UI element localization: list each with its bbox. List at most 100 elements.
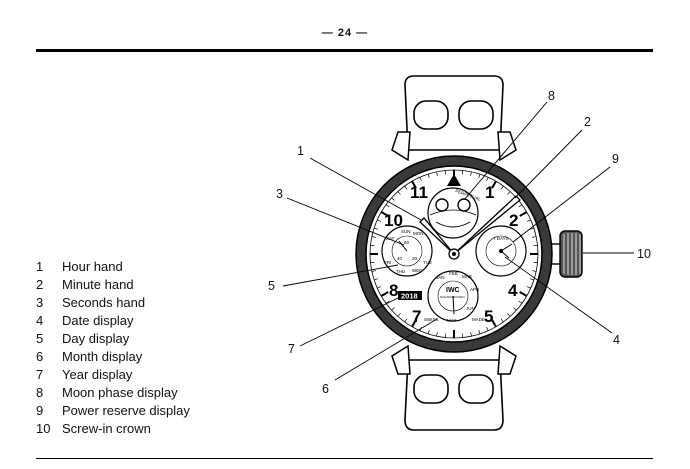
tick-mark (518, 300, 523, 304)
seconds-40: 40 (397, 256, 403, 261)
moon-phase-display: PERPETUAL (427, 187, 482, 239)
tick-mark (529, 227, 534, 230)
day-wed: WED (412, 268, 423, 273)
month-jan: JAN (436, 275, 445, 280)
legend-item: 2 Minute hand (36, 276, 190, 294)
tick-mark (470, 171, 472, 176)
minute-hand (453, 195, 521, 255)
tick-mark (371, 270, 376, 272)
legend-number: 2 (36, 277, 44, 292)
callout-2: 2 (584, 115, 591, 129)
tick-mark (526, 219, 531, 222)
tick-mark (411, 180, 417, 189)
legend-number: 1 (36, 259, 44, 274)
tick-mark (507, 313, 511, 317)
callout-5: 5 (268, 279, 275, 293)
tick-mark (526, 286, 531, 289)
callout-9: 9 (612, 152, 619, 166)
numeral-2: 2 (509, 211, 518, 230)
day-subdial: SUN MON SAT FRI THU WED TUE 60 20 40 (381, 225, 433, 277)
seconds-20: 20 (412, 256, 418, 261)
legend-number: 10 (36, 421, 51, 436)
callout-3: 3 (276, 187, 283, 201)
year-window: 2018 (398, 291, 422, 301)
day-sun: SUN (401, 229, 411, 234)
date-subdial: 7 DAYS (475, 225, 527, 277)
tick-mark (478, 174, 481, 179)
tick-mark (411, 319, 417, 328)
legend-label: Year display (62, 367, 133, 382)
tick-mark (491, 180, 497, 189)
tick-mark (380, 291, 389, 297)
crown (548, 230, 583, 278)
strap-top (404, 75, 504, 151)
tick-mark (532, 236, 537, 238)
tick-mark (470, 332, 472, 337)
tick-mark (404, 318, 408, 323)
brand-sub: SCHAFFHAUSEN (440, 295, 465, 299)
tick-mark (397, 191, 401, 195)
month-feb: FEB (449, 271, 458, 276)
top-rule (36, 49, 653, 52)
tick-mark (385, 300, 390, 304)
tick-mark (377, 219, 382, 222)
day-mon: MON (413, 231, 424, 236)
brand-logo: IWC (446, 287, 460, 294)
year-value: 2018 (401, 292, 418, 301)
legend-item: 10 Screw-in crown (36, 420, 190, 438)
day-fri: FRI (384, 260, 391, 265)
numeral-7: 7 (412, 307, 421, 326)
legend-number: 7 (36, 367, 44, 382)
numeral-5: 5 (484, 307, 493, 326)
legend-number: 4 (36, 313, 44, 328)
tick-mark (427, 174, 430, 179)
tick-mark (377, 286, 382, 289)
callout-7: 7 (288, 342, 295, 356)
tick-mark (513, 307, 517, 311)
legend-number: 5 (36, 331, 44, 346)
tick-mark (385, 204, 390, 208)
callout-6: 6 (322, 382, 329, 396)
callout-10: 10 (637, 247, 651, 261)
tick-mark (436, 332, 438, 337)
tick-mark (374, 278, 379, 281)
tick-mark (478, 329, 481, 334)
numeral-8: 8 (389, 281, 398, 300)
tick-mark (529, 278, 534, 281)
legend-label: Screw-in crown (62, 421, 151, 436)
page-number: — 24 — (321, 27, 369, 39)
legend-label: Minute hand (62, 277, 134, 292)
tick-mark (374, 227, 379, 230)
tick-mark (486, 177, 489, 182)
legend-item: 5 Day display (36, 330, 190, 348)
callout-numbers: 1 2 3 4 5 6 7 8 9 10 (268, 89, 651, 396)
lugs (391, 131, 517, 375)
tick-mark (507, 191, 511, 195)
legend-item: 7 Year display (36, 366, 190, 384)
legend-label: Moon phase display (62, 385, 178, 400)
tick-mark (519, 211, 528, 217)
bottom-rule (36, 458, 653, 459)
month-may: MAY (447, 318, 456, 323)
tick-mark (391, 307, 395, 311)
callout-1: 1 (297, 144, 304, 158)
legend-number: 3 (36, 295, 44, 310)
tick-mark (532, 270, 537, 272)
month-apr: APR (470, 287, 480, 292)
callout-8: 8 (548, 89, 555, 103)
tick-mark (491, 319, 497, 328)
hands (419, 195, 521, 260)
hour-numerals: 1 2 4 5 7 8 10 11 (384, 183, 518, 326)
numeral-11: 11 (410, 183, 428, 202)
numeral-4: 4 (508, 281, 518, 300)
power-reserve-label: 7 DAYS (493, 236, 509, 241)
numeral-1: 1 (485, 183, 494, 202)
legend-label: Day display (62, 331, 130, 346)
tick-mark (371, 236, 376, 238)
legend-number: 8 (36, 385, 44, 400)
